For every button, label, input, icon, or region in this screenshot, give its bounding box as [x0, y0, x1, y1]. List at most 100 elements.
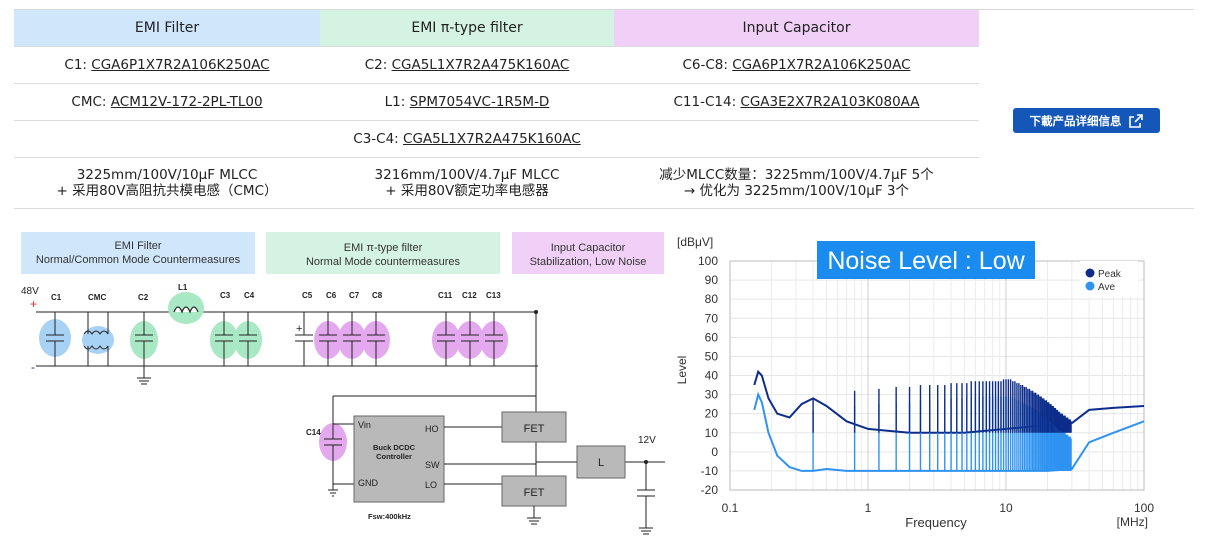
- component-labels: C1 CMC C2 L1 C3 C4 C5 C6 C7 C8 C11 C12 C…: [51, 283, 501, 302]
- x-tick-label: 0.1: [722, 501, 739, 515]
- table-cell: L1: SPM7054VC-1R5M-D: [320, 83, 614, 121]
- fet-label: FET: [524, 487, 545, 499]
- y-tick-label: 80: [705, 292, 719, 306]
- input-region-box: [512, 232, 664, 274]
- pin-gnd: GND: [358, 478, 379, 488]
- emi-highlights: [39, 292, 508, 461]
- part-link[interactable]: CGA5L1X7R2A475K160AC: [391, 56, 570, 73]
- cmc-symbol: [83, 312, 109, 366]
- title-banner: [817, 241, 1035, 279]
- table-cell: C2: CGA5L1X7R2A475K160AC: [320, 46, 614, 84]
- table-cell: C3-C4: CGA5L1X7R2A475K160AC: [320, 120, 614, 158]
- emi-box-subtitle: Normal/Common Mode Countermeasures: [36, 254, 241, 266]
- x-tick-label: 1: [865, 501, 872, 515]
- y-tick-label: 90: [705, 273, 719, 287]
- table-cell: C1: CGA6P1X7R2A106K250AC: [14, 46, 320, 84]
- y-axis-title: Level: [675, 356, 689, 385]
- series-line-peak: [753, 369, 1145, 434]
- description-line: + 采用80V高阻抗共模电感（CMC）: [56, 182, 278, 199]
- pin-sw: SW: [425, 460, 440, 470]
- circuit-diagram: EMI Filter Normal/Common Mode Countermea…: [21, 232, 665, 535]
- output-inductor: [576, 445, 626, 479]
- part-label: C2:: [364, 56, 392, 73]
- series-line-ave: [753, 391, 1145, 472]
- output-voltage-label: 12V: [638, 435, 656, 446]
- header-input-capacitor: Input Capacitor: [614, 10, 979, 47]
- table-cell: [614, 120, 979, 158]
- chart-title: Noise Level : Low: [827, 247, 1025, 275]
- table-cell: C11-C14: CGA3E2X7R2A103K080AA: [614, 83, 979, 121]
- plus-sign: +: [30, 297, 37, 311]
- part-label: C6-C8:: [682, 56, 733, 73]
- table-cell: [14, 120, 320, 158]
- inductor-label: L: [598, 457, 604, 469]
- x-axis-title: Frequency: [905, 515, 967, 530]
- download-details-button[interactable]: 下載产品详细信息: [1013, 108, 1160, 133]
- y-tick-label: 20: [705, 407, 719, 421]
- description-line: + 采用80V额定功率电感器: [385, 182, 549, 199]
- description-row: 3225mm/100V/10μF MLCC+ 采用80V高阻抗共模电感（CMC）…: [14, 157, 1194, 209]
- part-link[interactable]: ACM12V-172-2PL-TL00: [110, 93, 263, 110]
- legend-marker: [1085, 281, 1095, 291]
- y-tick-label: 40: [705, 369, 719, 383]
- svg-text:C1: C1: [51, 293, 62, 302]
- table-row: C1: CGA6P1X7R2A106K250AC C2: CGA5L1X7R2A…: [14, 46, 1194, 84]
- capacitors: [46, 312, 503, 366]
- part-label: C3-C4:: [353, 130, 404, 147]
- legend-label: Ave: [1098, 282, 1115, 293]
- part-link[interactable]: CGA6P1X7R2A106K250AC: [732, 56, 911, 73]
- y-tick-label: 60: [705, 330, 719, 344]
- y-tick-label: 30: [705, 388, 719, 402]
- emi-box-title: EMI Filter: [114, 240, 161, 252]
- input-box-title: Input Capacitor: [551, 242, 626, 254]
- svg-text:C4: C4: [244, 291, 255, 300]
- table-row: CMC: ACM12V-172-2PL-TL00 L1: SPM7054VC-1…: [14, 83, 1194, 121]
- svg-text:C12: C12: [462, 291, 477, 300]
- svg-text:C2: C2: [138, 293, 149, 302]
- y-unit-label: [dBμV]: [677, 235, 713, 249]
- part-label: L1:: [384, 93, 410, 110]
- x-unit-label: [MHz]: [1117, 515, 1148, 529]
- ic-title: Buck DCDC: [373, 443, 416, 452]
- svg-text:L1: L1: [178, 283, 188, 292]
- table-cell: CMC: ACM12V-172-2PL-TL00: [14, 83, 320, 121]
- ic-subtitle: Controller: [376, 452, 412, 461]
- svg-text:C11: C11: [438, 291, 453, 300]
- part-label: C11-C14:: [673, 93, 741, 110]
- legend-box: [1080, 261, 1138, 297]
- minus-sign: -: [31, 360, 35, 374]
- pin-vin: Vin: [358, 420, 371, 430]
- description-line: 3216mm/100V/4.7μF MLCC: [374, 166, 560, 183]
- description-cell: 减少MLCC数量：3225mm/100V/4.7μF 5个→ 优化为 3225m…: [614, 157, 979, 209]
- y-tick-label: 0: [711, 445, 718, 459]
- svg-text:CMC: CMC: [88, 293, 106, 302]
- pin-ho: HO: [425, 424, 439, 434]
- svg-text:C8: C8: [372, 291, 383, 300]
- header-emi-pi-filter: EMI π-type filter: [320, 10, 614, 47]
- description-cell: 3225mm/100V/10μF MLCC+ 采用80V高阻抗共模电感（CMC）: [14, 157, 320, 209]
- high-side-fet: [501, 411, 567, 443]
- description-line: → 优化为 3225mm/100V/10μF 3个: [683, 182, 910, 199]
- x-tick-label: 100: [1134, 501, 1154, 515]
- pin-lo: LO: [425, 480, 437, 490]
- y-tick-label: 50: [705, 349, 719, 363]
- emi-region-box: [21, 232, 255, 274]
- description-line: 3225mm/100V/10μF MLCC: [76, 166, 258, 183]
- part-link[interactable]: CGA3E2X7R2A103K080AA: [740, 93, 920, 110]
- part-link[interactable]: CGA6P1X7R2A106K250AC: [91, 56, 270, 73]
- description-line: 减少MLCC数量：3225mm/100V/4.7μF 5个: [659, 166, 934, 183]
- legend-label: Peak: [1098, 269, 1122, 280]
- external-link-icon: [1128, 113, 1143, 128]
- top-divider: [14, 9, 1194, 10]
- part-link[interactable]: SPM7054VC-1R5M-D: [409, 93, 550, 110]
- pi-box-subtitle: Normal Mode countermeasures: [306, 256, 461, 268]
- pi-box-title: EMI π-type filter: [344, 242, 423, 254]
- fet-label: FET: [524, 423, 545, 435]
- y-tick-label: 70: [705, 311, 719, 325]
- svg-text:C3: C3: [220, 291, 231, 300]
- part-label: CMC:: [71, 93, 111, 110]
- svg-text:+: +: [296, 323, 302, 335]
- part-label: C1:: [64, 56, 92, 73]
- part-link[interactable]: CGA5L1X7R2A475K160AC: [403, 130, 581, 147]
